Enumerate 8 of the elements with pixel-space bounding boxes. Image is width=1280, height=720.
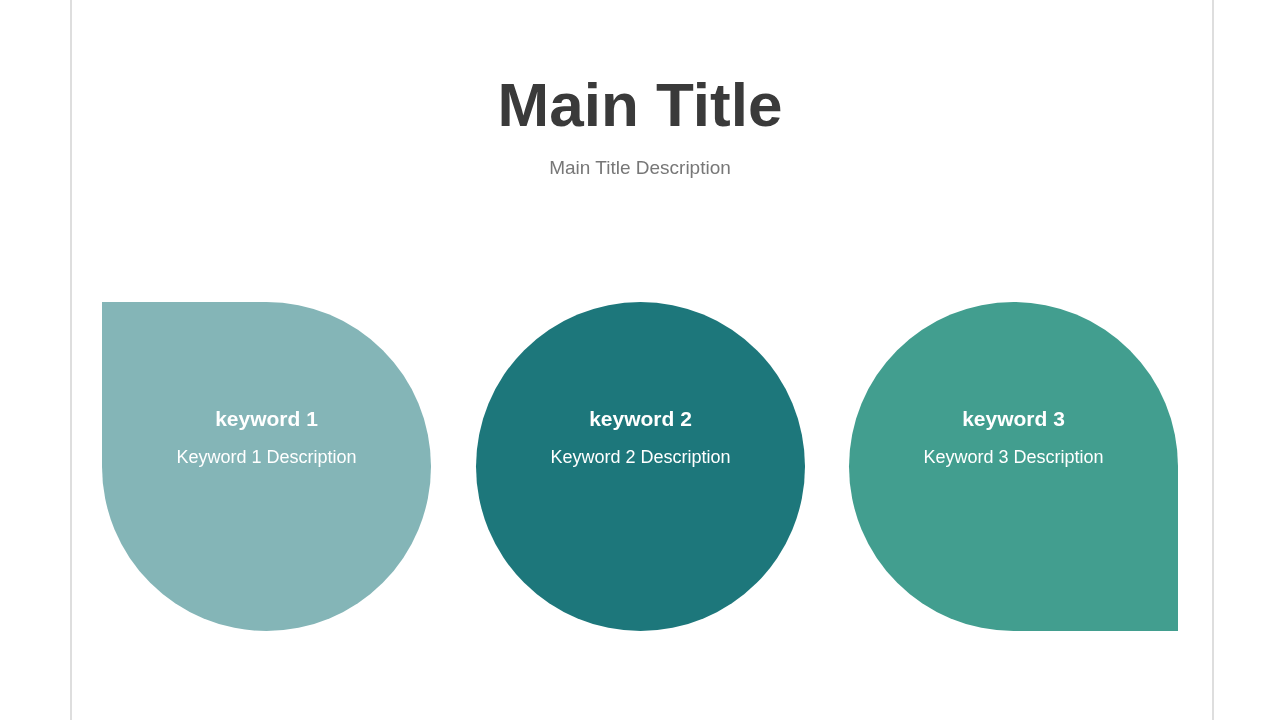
keyword-heading: keyword 3 bbox=[962, 406, 1065, 432]
keyword-heading: keyword 1 bbox=[215, 406, 318, 432]
keyword-description: Keyword 2 Description bbox=[550, 446, 731, 469]
keyword-description: Keyword 1 Description bbox=[176, 446, 357, 469]
keyword-heading: keyword 2 bbox=[589, 406, 692, 432]
keyword-description: Keyword 3 Description bbox=[923, 446, 1104, 469]
subtitle: Main Title Description bbox=[549, 156, 731, 180]
title: Main Title bbox=[497, 69, 783, 141]
